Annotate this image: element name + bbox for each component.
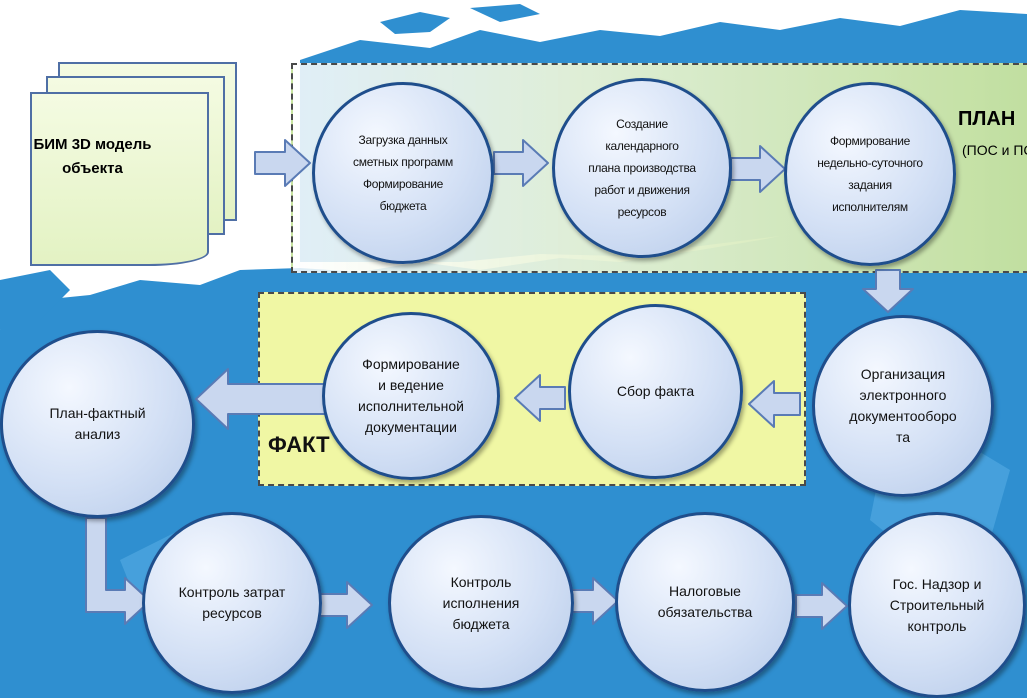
- node-plan-fact: План-фактный анализ: [0, 330, 195, 518]
- node-supervision-label: Гос. Надзор и Строительный контроль: [889, 575, 985, 634]
- node-plan-fact-label: План-фактный анализ: [49, 405, 146, 442]
- map-landmass-west: [0, 270, 70, 330]
- map-island-1: [380, 12, 450, 34]
- node-weekly-tasks: Формирование недельно-суточного задания …: [784, 82, 956, 266]
- node-edo-label: Организация электронного документооборо …: [849, 366, 957, 445]
- node-calendar-plan: Создание календарного плана производства…: [552, 78, 732, 258]
- node-fact-collection-label: Сбор факта: [616, 383, 695, 399]
- node-fact-collection: Сбор факта: [568, 304, 743, 479]
- fact-label: ФАКТ: [268, 432, 330, 457]
- node-calendar-plan-label: Создание календарного плана производства…: [588, 117, 696, 219]
- plan-label: ПЛАН: [958, 108, 1016, 130]
- node-exec-docs: Формирование и ведение исполнительной до…: [322, 312, 500, 480]
- node-cost-control: Контроль затрат ресурсов: [142, 512, 322, 694]
- node-budget-formation-label: Загрузка данных сметных программ Формиро…: [353, 133, 453, 213]
- node-budget-control-label: Контроль исполнения бюджета: [442, 573, 520, 632]
- node-weekly-tasks-label: Формирование недельно-суточного задания …: [817, 134, 923, 214]
- node-budget-control: Контроль исполнения бюджета: [388, 515, 574, 691]
- node-cost-control-label: Контроль затрат ресурсов: [178, 584, 286, 621]
- map-island-2: [470, 4, 540, 22]
- node-edo: Организация электронного документооборо …: [812, 315, 994, 497]
- node-budget-formation: Загрузка данных сметных программ Формиро…: [312, 82, 494, 264]
- bim-model-label: БИМ 3D модель объекта: [33, 136, 152, 177]
- node-tax-label: Налоговые обязательства: [657, 583, 753, 620]
- doc-stack-front: [30, 92, 209, 266]
- node-supervision: Гос. Надзор и Строительный контроль: [848, 512, 1026, 698]
- node-tax: Налоговые обязательства: [615, 512, 795, 692]
- node-exec-docs-label: Формирование и ведение исполнительной до…: [358, 356, 464, 435]
- plan-sublabel: (ПОС и ПСД): [962, 142, 1027, 158]
